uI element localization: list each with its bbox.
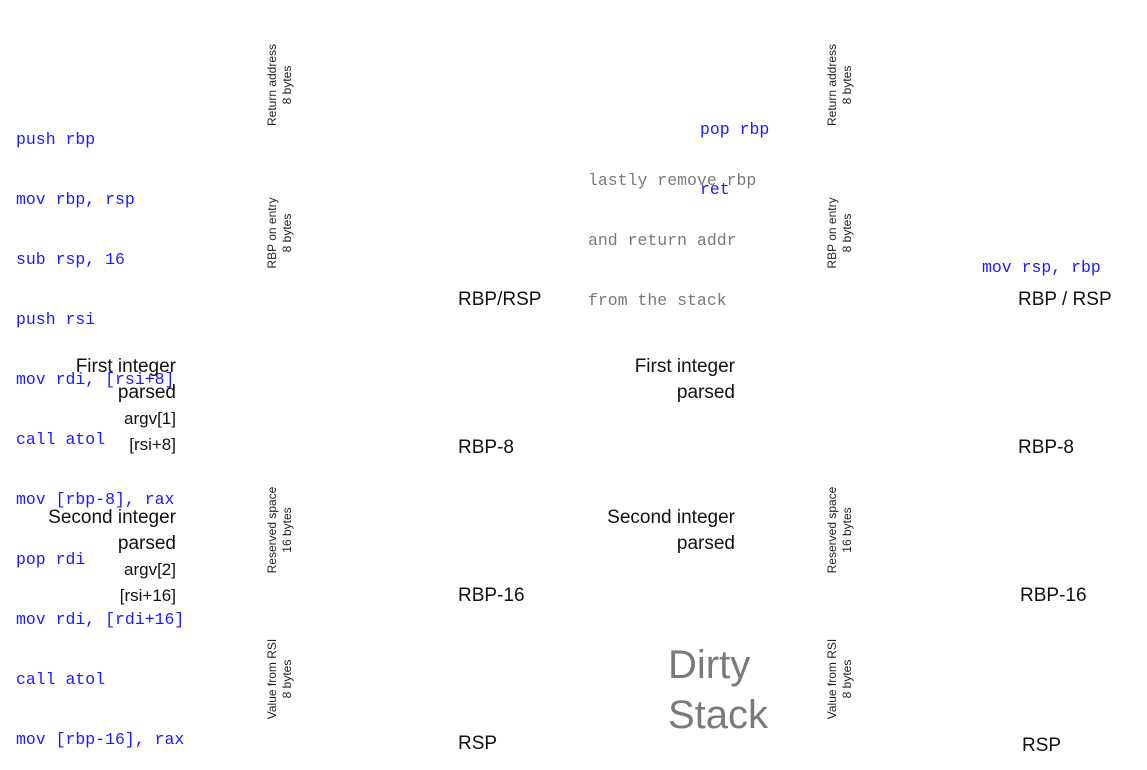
pointer-label-rbp-8-right: RBP-8 xyxy=(1018,437,1074,458)
dashed-flow-arrow-icon xyxy=(1073,314,1138,729)
pointer-label-rbp-rsp: RBP/RSP xyxy=(458,289,542,310)
stack-segment xyxy=(237,160,406,308)
code-line: mov rdi, [rdi+16] xyxy=(16,610,185,629)
dashed-flow-arrow-icon xyxy=(502,599,558,731)
code-line: pop rbp xyxy=(700,120,770,139)
pointer-arrow-icon xyxy=(968,445,1009,467)
curly-brace-icon xyxy=(761,455,793,605)
stack-segment xyxy=(237,308,406,456)
curly-brace-icon xyxy=(201,307,233,457)
code-line: pop rdi xyxy=(16,550,86,569)
pointer-arrow-icon xyxy=(408,593,449,615)
stack-segment xyxy=(797,12,966,160)
second-integer-label: Second integer parsed argv[2] [rsi+16] xyxy=(48,507,176,605)
stack-segment xyxy=(237,12,406,160)
code-line: mov rbp, rsp xyxy=(16,190,135,209)
stack-segment xyxy=(237,456,406,604)
dirty-stack-watermark: Dirty Stack xyxy=(668,643,769,737)
right-stack-column xyxy=(796,11,967,753)
stack-outline xyxy=(796,11,967,753)
function-code: push rbp mov rbp, rsp sub rsp, 16 push r… xyxy=(16,90,184,770)
pointer-arrow-icon xyxy=(968,297,1009,319)
epilogue-code: pop rbp ret xyxy=(700,80,769,220)
code-line: call atol xyxy=(16,430,106,449)
curly-brace-icon xyxy=(761,307,793,457)
pointer-label-rbp-16-right: RBP-16 xyxy=(1020,585,1087,606)
code-line: sub rsp, 16 xyxy=(16,250,125,269)
pointer-label-rbp-rsp-right: RBP / RSP xyxy=(1018,289,1112,310)
code-line: ret xyxy=(700,180,730,199)
pointer-arrow-icon xyxy=(408,445,449,467)
first-integer-label: First integer parsed argv[1] [rsi+8] xyxy=(75,356,176,454)
curly-brace-icon xyxy=(201,455,233,605)
stack-segment xyxy=(237,604,406,752)
stack-segment xyxy=(797,160,966,308)
stack-segment xyxy=(797,308,966,456)
stack-segment xyxy=(797,456,966,604)
code-line: push rsi xyxy=(16,310,96,329)
pointer-arrow-icon xyxy=(968,593,1009,615)
pointer-arrow-icon xyxy=(408,726,449,748)
stack-segment xyxy=(797,604,966,752)
code-line: mov [rbp-16], rax xyxy=(16,730,185,749)
dashed-flow-arrow-icon xyxy=(513,317,564,589)
code-line: mov rdi, [rsi+8] xyxy=(16,370,175,389)
pointer-label-rsp-right: RSP xyxy=(1022,735,1062,756)
pointer-label-rbp-16: RBP-16 xyxy=(458,585,525,606)
code-line: call atol xyxy=(16,670,106,689)
pointer-label-rbp-8: RBP-8 xyxy=(458,437,514,458)
code-line: push rbp xyxy=(16,130,96,149)
mov-rsp-rbp-code: mov rsp, rbp xyxy=(982,258,1101,277)
code-line: mov [rbp-8], rax xyxy=(16,490,175,509)
second-integer-label-right: Second integer parsed xyxy=(607,507,735,554)
stack-outline xyxy=(236,11,407,753)
first-integer-label-right: First integer parsed xyxy=(634,356,735,403)
pointer-arrow-icon xyxy=(408,297,449,319)
pointer-arrow-icon xyxy=(968,726,1009,748)
pointer-label-rsp: RSP xyxy=(458,733,498,754)
left-stack-column xyxy=(236,11,407,753)
epilogue-note: lastly remove rbp and return addr from t… xyxy=(588,171,757,310)
